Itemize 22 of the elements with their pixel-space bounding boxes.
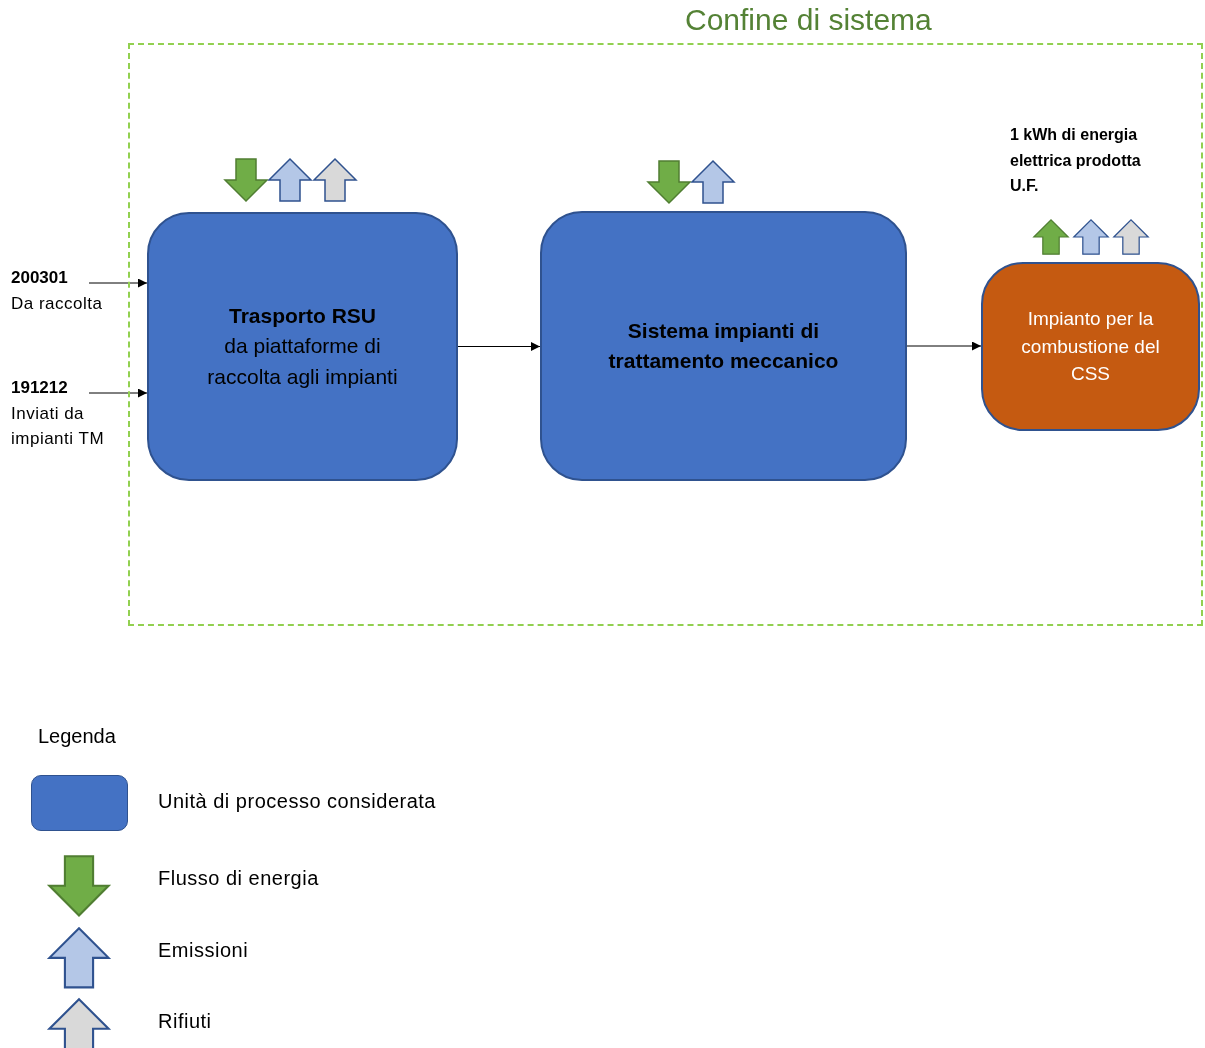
process-box — [981, 262, 1200, 431]
waste-code: 200301 — [11, 267, 69, 289]
functional-unit-note: 1 kWh di energia elettrica prodotta U.F. — [1010, 125, 1142, 197]
boundary-title: Confine di sistema — [685, 3, 932, 37]
legend-text: Unità di processo considerata — [158, 790, 436, 813]
process-box — [147, 212, 458, 481]
legend-title: Legenda — [38, 725, 116, 748]
arrow — [906, 341, 982, 351]
process-text: da piattaforme di raccolta agli impianti — [206, 333, 399, 390]
process-box — [540, 211, 907, 481]
legend-text: Flusso di energia — [158, 867, 319, 890]
source-text: Inviati da impianti TM — [11, 402, 106, 450]
arrow — [88, 388, 148, 398]
waste-code: 191212 — [11, 377, 69, 399]
legend-text: Rifiuti — [158, 1010, 212, 1033]
process-text: Impianto per la combustione del CSS — [1020, 307, 1161, 387]
arrow — [88, 278, 148, 288]
legend-text: Emissioni — [158, 939, 249, 962]
process-text: Sistema impianti di trattamento meccanico — [607, 317, 840, 374]
arrow — [457, 342, 541, 351]
source-text: Da raccolta — [11, 292, 104, 315]
process-title: Trasporto RSU — [229, 302, 376, 329]
